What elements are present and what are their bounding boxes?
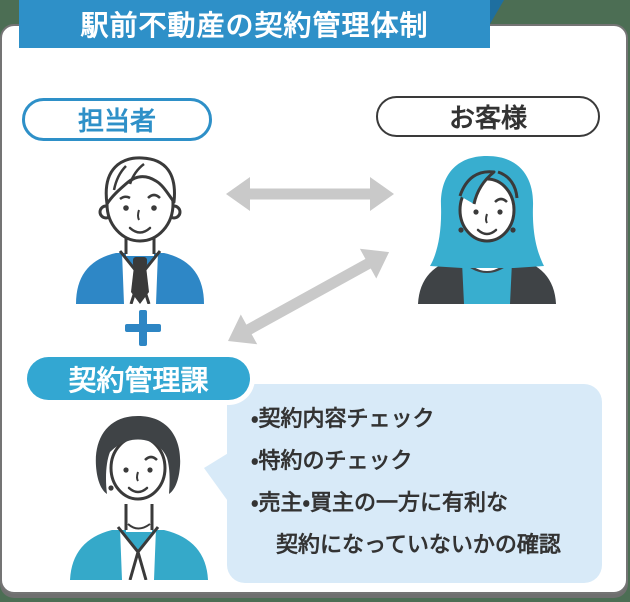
bubble-item-fairness-check-line2: 契約になっていないかの確認 [276, 533, 561, 558]
staff-label: 担当者 [77, 107, 156, 137]
plus-vertical-bar [139, 310, 147, 346]
contract-dept-label: 契約管理課 [68, 363, 209, 397]
speech-bubble: ・契約内容チェック ・特約のチェック ・売主・買主の一方に有利な 契約になってい… [227, 384, 602, 583]
bubble-item-special-provision-check: ・特約のチェック [251, 449, 413, 474]
contract-dept-pill: 契約管理課 [27, 357, 250, 400]
banner-fold-triangle [490, 0, 504, 24]
speech-bubble-tail [204, 452, 230, 504]
page-title: 駅前不動産の契約管理体制 [80, 9, 429, 42]
bubble-item-contract-check: ・契約内容チェック [251, 407, 435, 432]
plus-icon [125, 310, 161, 346]
double-headed-arrow-icon [226, 177, 394, 211]
contract-dept-avatar-icon [70, 416, 208, 580]
customer-label-pill: お客様 [376, 96, 600, 137]
customer-avatar-icon [418, 156, 556, 304]
staff-label-pill: 担当者 [22, 98, 212, 141]
staff-avatar-icon [76, 156, 204, 304]
bubble-item-fairness-check-line1: ・売主・買主の一方に有利な [251, 491, 508, 516]
diagonal-double-headed-arrow-icon [219, 235, 398, 357]
customer-label: お客様 [448, 104, 527, 134]
title-banner: 駅前不動産の契約管理体制 [19, 0, 490, 48]
